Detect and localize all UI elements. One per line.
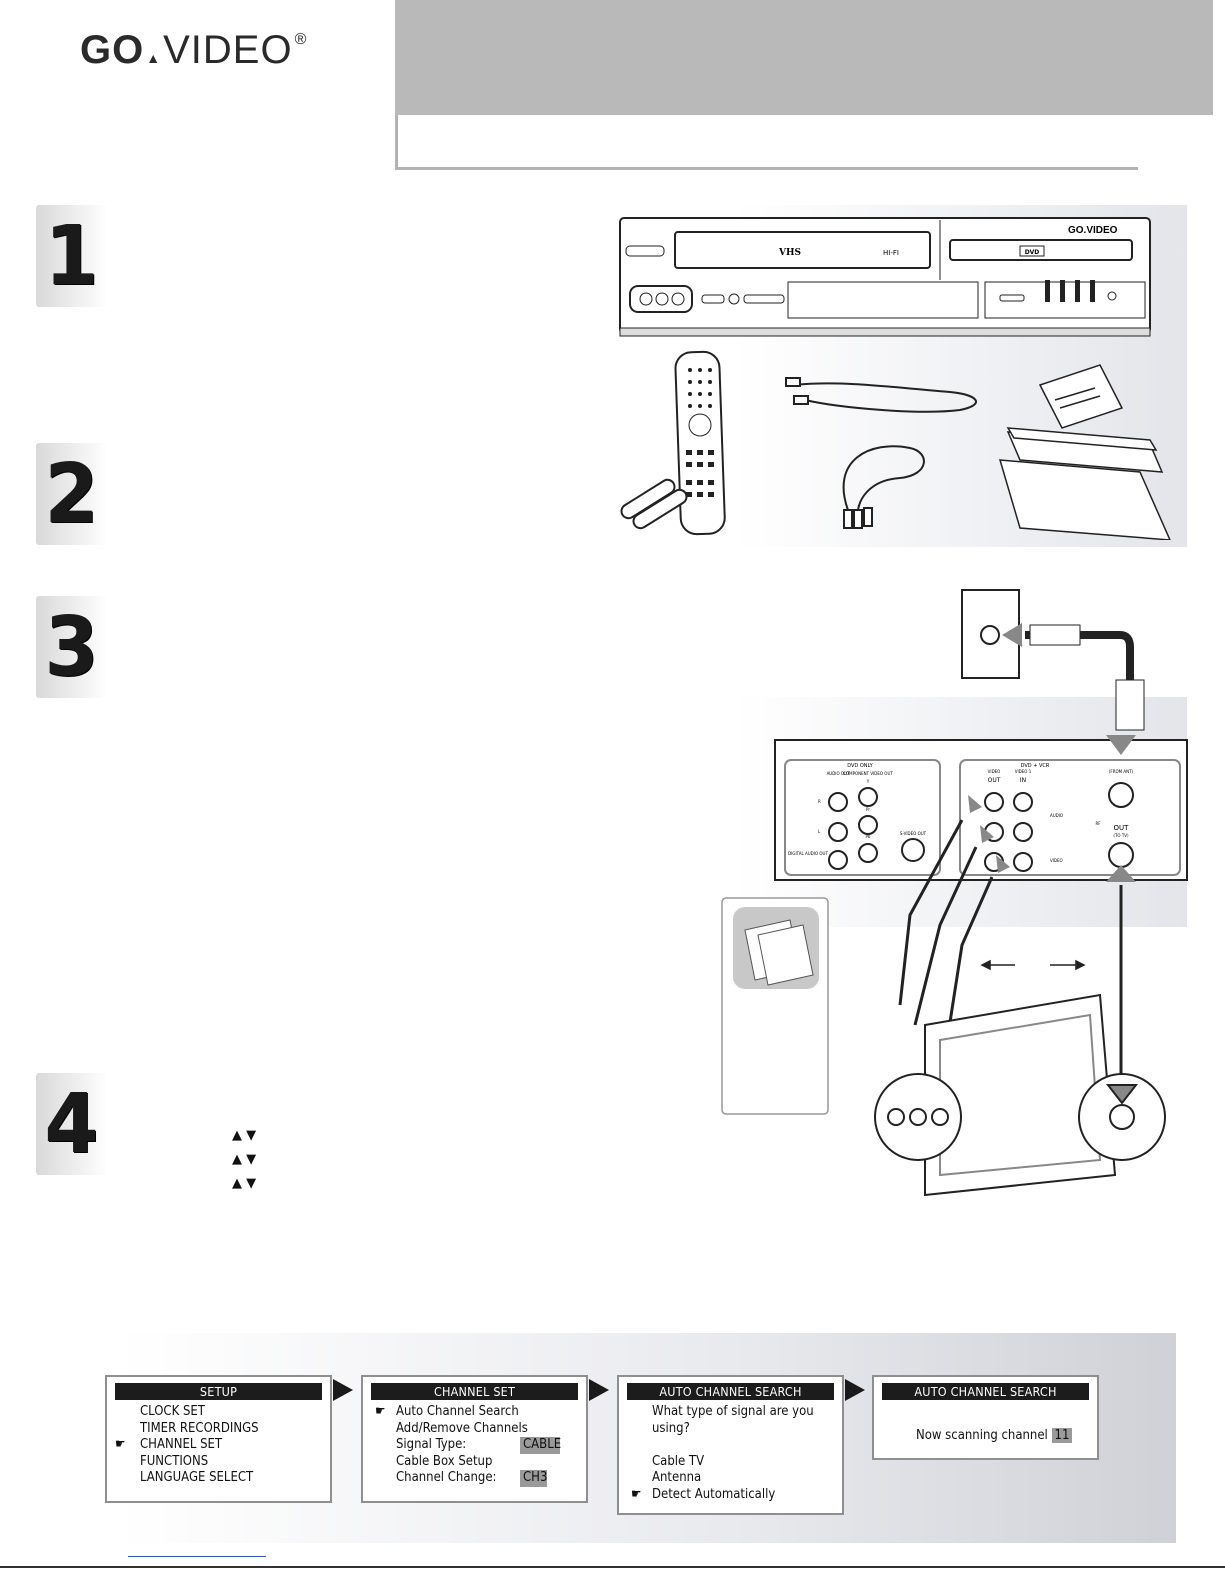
up-down-arrows-icon: ▲ ▼	[232, 1152, 257, 1167]
header-bar	[395, 0, 1213, 115]
menu-item[interactable]: CLOCK SET	[140, 1404, 205, 1419]
menu-rows: CLOCK SET TIMER RECORDINGS ☛CHANNEL SET …	[107, 1404, 330, 1487]
menu-item[interactable]: FUNCTIONS	[140, 1453, 209, 1469]
up-down-arrows-icon: ▲ ▼	[232, 1128, 257, 1143]
menu-rows: Now scanning channel 11	[874, 1428, 1097, 1445]
step-1-badge: 1	[36, 205, 108, 307]
pointer-hand-icon: ☛	[631, 1486, 642, 1502]
menu-item	[619, 1437, 842, 1454]
back-panel-icon: DVD ONLY DVD + VCR AUDIO OUT COMPONENT V…	[774, 735, 1188, 882]
manual-documents-icon	[998, 364, 1171, 540]
menu-item: Now scanning channel 11	[874, 1428, 1097, 1445]
svg-text:HI-FI: HI-FI	[883, 249, 899, 257]
svg-text:AUDIO: AUDIO	[1050, 813, 1063, 818]
menu-item[interactable]: Add/Remove Channels	[396, 1420, 528, 1436]
svg-text:L: L	[818, 829, 821, 834]
menu-item[interactable]: ☛Auto Channel Search	[375, 1404, 519, 1419]
dvd-vcr-front-icon: VHS HI-FI GO.VIDEO DVD	[619, 217, 1151, 337]
header-title-box	[395, 115, 1138, 170]
footer-rule	[0, 1566, 1225, 1568]
television-icon	[874, 993, 1166, 1197]
svg-text:Pb: Pb	[866, 834, 871, 839]
menu-title: AUTO CHANNEL SEARCH	[882, 1383, 1089, 1400]
menu-item: What type of signal are you	[652, 1404, 814, 1419]
menu-rows: ☛Auto Channel Search Add/Remove Channels…	[363, 1404, 586, 1487]
pointer-hand-icon: ☛	[115, 1437, 126, 1452]
svg-text:OUT: OUT	[1114, 824, 1130, 832]
brand-go: GO	[80, 27, 145, 72]
brand-logo: GO ▲ VIDEO ®	[80, 28, 330, 72]
svg-text:RF: RF	[1095, 821, 1101, 826]
rf-coax-cable-icon	[785, 377, 977, 413]
svg-text:Y: Y	[866, 779, 870, 784]
scanning-channel-value: 11	[1051, 1428, 1073, 1443]
av-cables-to-tv	[898, 795, 1123, 1095]
menu-item[interactable]: Signal Type:CABLE	[396, 1437, 562, 1454]
menu-item[interactable]: ☛CHANNEL SET	[115, 1437, 223, 1452]
menu-rows: What type of signal are you using? Cable…	[619, 1404, 842, 1503]
step-3-badge: 3	[36, 596, 108, 698]
signal-type-value: CABLE	[520, 1437, 561, 1454]
menu-title: AUTO CHANNEL SEARCH	[627, 1383, 834, 1400]
svg-text:IN: IN	[1020, 777, 1026, 784]
svg-text:AUDIO OUT: AUDIO OUT	[827, 771, 850, 776]
scanning-menu: AUTO CHANNEL SEARCH Now scanning channel…	[872, 1375, 1099, 1460]
next-arrow-icon	[333, 1379, 353, 1401]
av-cable-icon	[842, 445, 925, 529]
menu-item[interactable]: TIMER RECORDINGS	[140, 1420, 259, 1436]
svg-text:(FROM ANT): (FROM ANT)	[1109, 769, 1134, 774]
menu-item: using?	[652, 1420, 690, 1436]
menu-title: CHANNEL SET	[371, 1383, 578, 1400]
menu-item[interactable]: Cable TV	[652, 1453, 705, 1469]
brand-video: VIDEO	[163, 27, 293, 72]
channel-change-value: CH3	[520, 1470, 547, 1487]
note-card-icon	[721, 897, 829, 1115]
svg-text:R: R	[818, 799, 821, 804]
svg-text:OUT: OUT	[988, 777, 1001, 784]
svg-text:VHS: VHS	[778, 248, 801, 258]
next-arrow-icon	[845, 1379, 865, 1401]
footer-link-underline	[128, 1556, 266, 1557]
svg-text:DVD ONLY: DVD ONLY	[847, 763, 873, 769]
svg-text:VIDEO: VIDEO	[1050, 858, 1063, 863]
svg-text:COMPONENT VIDEO OUT: COMPONENT VIDEO OUT	[843, 771, 893, 776]
brand-triangle-icon: ▲	[146, 50, 162, 66]
svg-text:Pr: Pr	[866, 807, 870, 812]
batteries-icon	[620, 478, 688, 530]
auto-channel-search-menu: AUTO CHANNEL SEARCH What type of signal …	[617, 1375, 844, 1515]
svg-text:S-VIDEO OUT: S-VIDEO OUT	[900, 831, 927, 836]
up-down-arrows-icon: ▲ ▼	[232, 1176, 257, 1191]
svg-text:DIGITAL AUDIO OUT: DIGITAL AUDIO OUT	[788, 851, 828, 856]
menu-item[interactable]: Channel Change:CH3	[396, 1470, 548, 1487]
channel-set-menu: CHANNEL SET ☛Auto Channel Search Add/Rem…	[361, 1375, 588, 1503]
product-contents-illustration: VHS HI-FI GO.VIDEO DVD	[619, 217, 1171, 540]
setup-menu: SETUP CLOCK SET TIMER RECORDINGS ☛CHANNE…	[105, 1375, 332, 1503]
svg-text:DVD + VCR: DVD + VCR	[1021, 763, 1050, 769]
svg-text:GO.VIDEO: GO.VIDEO	[1068, 225, 1118, 236]
menu-item[interactable]: Cable Box Setup	[396, 1453, 493, 1469]
next-arrow-icon	[589, 1379, 609, 1401]
step-4-badge: 4	[36, 1073, 108, 1175]
remote-control-icon	[674, 350, 726, 536]
brand-registered: ®	[294, 31, 308, 48]
menu-title: SETUP	[115, 1383, 322, 1400]
menu-item[interactable]: Antenna	[652, 1470, 702, 1485]
wall-antenna-socket-icon	[961, 589, 1145, 731]
svg-text:DVD: DVD	[1025, 249, 1040, 256]
pointer-hand-icon: ☛	[375, 1404, 386, 1419]
direction-arrows-icon	[980, 959, 1086, 971]
svg-text:VIDEO 1: VIDEO 1	[1015, 769, 1032, 774]
svg-text:VIDEO: VIDEO	[988, 769, 1001, 774]
menu-item[interactable]: LANGUAGE SELECT	[140, 1470, 254, 1485]
menu-item[interactable]: ☛Detect Automatically	[631, 1486, 776, 1502]
connection-diagram: DVD ONLY DVD + VCR AUDIO OUT COMPONENT V…	[721, 589, 1188, 1197]
svg-text:(TO TV): (TO TV)	[1113, 833, 1129, 838]
step-2-badge: 2	[36, 443, 108, 545]
